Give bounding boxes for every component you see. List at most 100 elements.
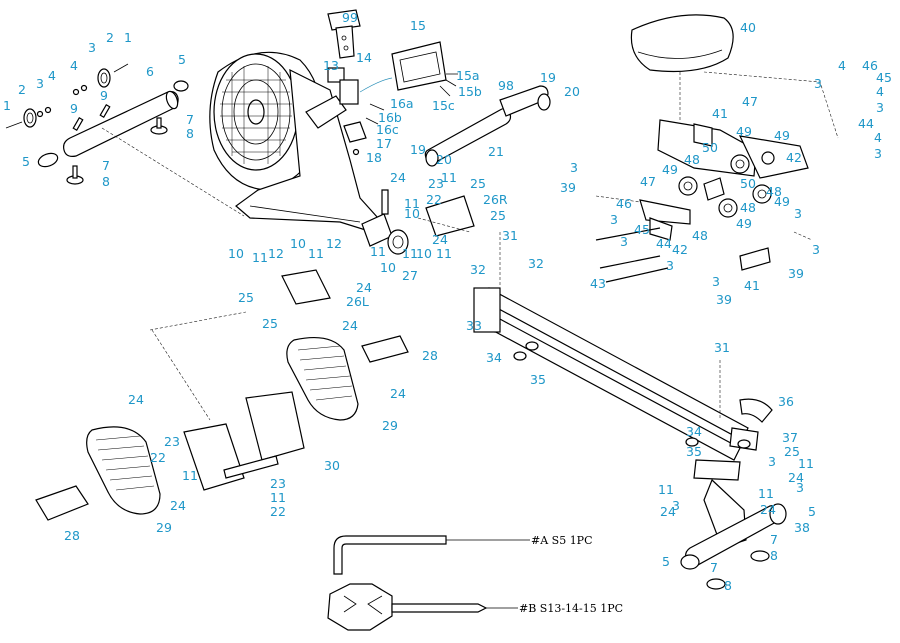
part-number-label: 8 [186, 126, 194, 141]
part-number-label: 6 [146, 64, 154, 79]
part-number-label: 20 [436, 152, 452, 167]
part-number-label: 19 [540, 70, 556, 85]
part-number-label: 24 [128, 392, 144, 407]
part-number-label: 22 [426, 192, 442, 207]
part-number-label: 3 [36, 76, 44, 91]
part-number-label: 15 [410, 18, 426, 33]
part-number-label: 25 [784, 444, 800, 459]
part-number-label: 33 [466, 318, 482, 333]
part-number-label: 24 [760, 502, 776, 517]
part-number-label: 5 [22, 154, 30, 169]
part-number-label: 25 [262, 316, 278, 331]
part-number-label: 3 [814, 76, 822, 91]
part-number-label: 49 [736, 124, 752, 139]
tool-b-wrench: #B S13-14-15 1PC [327, 583, 623, 631]
part-number-label: 3 [620, 234, 628, 249]
part-number-label: 2 [106, 30, 114, 45]
part-number-label: 99 [342, 10, 358, 25]
part-number-label: 11 [658, 482, 674, 497]
part-number-label: 3 [666, 258, 674, 273]
part-number-label: 26L [346, 294, 369, 309]
part-number-label: 29 [156, 520, 172, 535]
part-number-label: 32 [528, 256, 544, 271]
part-number-label: 50 [740, 176, 756, 191]
part-number-label: 10 [416, 246, 432, 261]
part-number-label: 12 [326, 236, 342, 251]
assembly-lines [101, 71, 839, 421]
part-number-label: 39 [788, 266, 804, 281]
part-number-label: 18 [366, 150, 382, 165]
part-number-label: 21 [488, 144, 504, 159]
rail-group [473, 287, 787, 590]
part-number-label: 42 [672, 242, 688, 257]
part-number-label: 39 [716, 292, 732, 307]
part-number-label: 24 [390, 386, 406, 401]
part-number-label: 49 [736, 216, 752, 231]
part-number-label: 7 [770, 532, 778, 547]
front-stabilizer-group [5, 63, 189, 185]
part-number-label: 20 [564, 84, 580, 99]
part-number-label: 3 [794, 206, 802, 221]
part-number-label: 4 [874, 130, 882, 145]
part-number-label: 11 [308, 246, 324, 261]
part-number-label: 48 [692, 228, 708, 243]
part-number-label: 15c [432, 98, 455, 113]
part-number-label: 45 [634, 222, 650, 237]
part-number-label: 24 [432, 232, 448, 247]
seat-group [595, 14, 809, 283]
part-number-label: 42 [786, 150, 802, 165]
part-number-label: 23 [428, 176, 444, 191]
part-number-label: 10 [404, 206, 420, 221]
part-number-label: 16b [378, 110, 402, 125]
part-number-label: 4 [70, 58, 78, 73]
part-number-label: 11 [270, 490, 286, 505]
part-number-label: 16a [390, 96, 414, 111]
part-number-label: 10 [380, 260, 396, 275]
part-number-label: 34 [486, 350, 502, 365]
part-number-label: 3 [712, 274, 720, 289]
part-number-label: 24 [660, 504, 676, 519]
part-number-label: 25 [490, 208, 506, 223]
part-number-label: 43 [590, 276, 606, 291]
part-number-label: 34 [686, 424, 702, 439]
part-number-label: 3 [610, 212, 618, 227]
part-number-label: 5 [808, 504, 816, 519]
tool-b-label: #B S13-14-15 1PC [519, 602, 623, 615]
part-number-label: 1 [3, 98, 11, 113]
part-number-label: 25 [238, 290, 254, 305]
part-number-label: 49 [662, 162, 678, 177]
part-number-label: 5 [178, 52, 186, 67]
part-number-label: 10 [228, 246, 244, 261]
part-number-label: 24 [342, 318, 358, 333]
part-number-label: 11 [441, 170, 457, 185]
part-number-label: 24 [170, 498, 186, 513]
part-number-label: 98 [498, 78, 514, 93]
part-number-label: 19 [410, 142, 426, 157]
part-number-label: 3 [88, 40, 96, 55]
monitor-group [327, 9, 458, 156]
part-number-label: 49 [774, 194, 790, 209]
footrest-group [35, 195, 475, 521]
part-number-label: 41 [744, 278, 760, 293]
part-number-label: 9 [70, 101, 78, 116]
part-number-label: 4 [876, 84, 884, 99]
part-number-label: 11 [182, 468, 198, 483]
part-number-label: 3 [672, 498, 680, 513]
part-number-label: 3 [796, 480, 804, 495]
part-number-label: 4 [838, 58, 846, 73]
part-number-label: 44 [858, 116, 874, 131]
part-number-label: 1 [124, 30, 132, 45]
part-number-label: 17 [376, 136, 392, 151]
part-number-label: 47 [742, 94, 758, 109]
part-number-label: 11 [252, 250, 268, 265]
part-number-label: 46 [616, 196, 632, 211]
part-number-label: 48 [766, 184, 782, 199]
part-number-label: 5 [662, 554, 670, 569]
part-number-label: 7 [186, 112, 194, 127]
part-number-label: 11 [436, 246, 452, 261]
part-number-label: 13 [323, 58, 339, 73]
part-number-label: 41 [712, 106, 728, 121]
part-number-label: 24 [390, 170, 406, 185]
